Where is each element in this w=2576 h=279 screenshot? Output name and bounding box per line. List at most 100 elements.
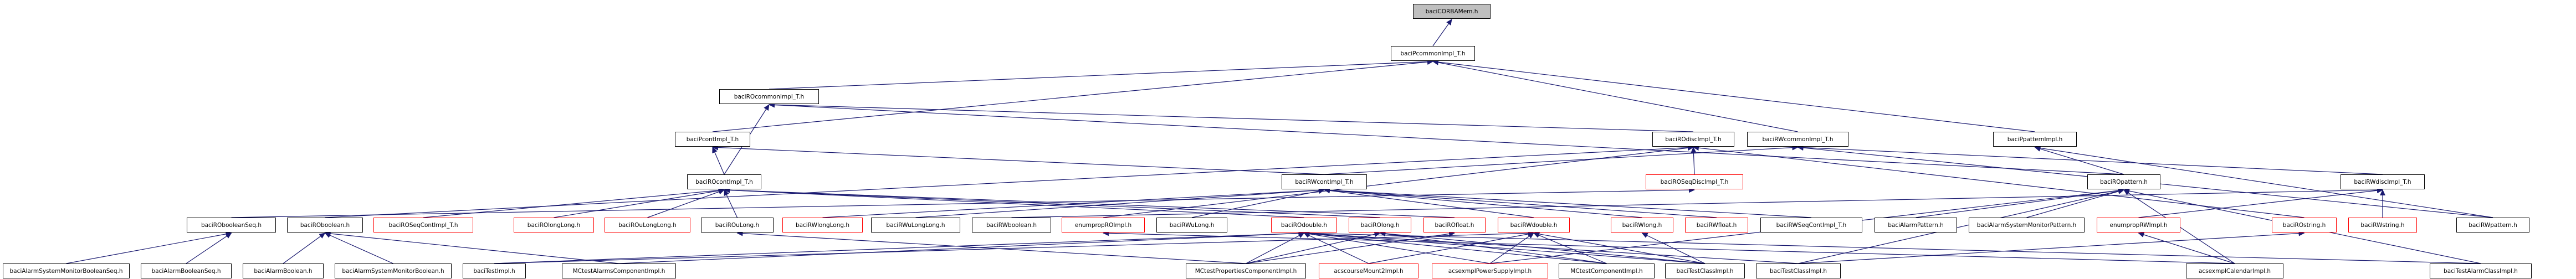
- include-edge: [724, 189, 738, 218]
- include-edge: [915, 187, 1325, 218]
- include-edge: [1432, 59, 2035, 132]
- graph-node-roulonglong[interactable]: baciROuLongLong.h: [605, 218, 690, 232]
- graph-node-roseqdisc[interactable]: baciROSeqDiscImpl_T.h: [1646, 174, 1743, 189]
- graph-node-acsexmplcalendar[interactable]: acsexmplCalendarImpl.h: [2186, 264, 2283, 278]
- graph-node-rodisc[interactable]: baciROdiscImpl_T.h: [1652, 132, 1734, 147]
- include-edge: [494, 230, 1534, 264]
- graph-node-pcont[interactable]: baciPcontImpl_T.h: [675, 132, 750, 147]
- include-edge: [66, 231, 232, 264]
- include-edge: [1303, 231, 1607, 264]
- include-edge: [324, 231, 619, 264]
- include-edge: [2026, 188, 2124, 218]
- graph-node-bacitestclass2[interactable]: baciTestClassImpl.h: [1756, 264, 1841, 278]
- include-edge: [724, 187, 1304, 218]
- graph-node-rwfloat[interactable]: baciRWfloat.h: [1685, 218, 1748, 232]
- graph-node-rwulonglong[interactable]: baciRWuLongLong.h: [871, 218, 960, 232]
- include-edge: [1303, 231, 1491, 264]
- graph-node-bacitestclass1[interactable]: baciTestClassImpl.h: [1665, 264, 1745, 278]
- graph-node-bacitestimpl[interactable]: baciTestImpl.h: [463, 264, 526, 278]
- graph-node-acscoursemount2[interactable]: acscourseMount2Impl.h: [1319, 264, 1418, 278]
- include-edge: [1103, 145, 1694, 218]
- graph-node-rwdisc[interactable]: baciRWdiscImpl_T.h: [2341, 174, 2425, 189]
- include-edge: [769, 102, 1694, 132]
- graph-node-bacitestalarm[interactable]: baciTestAlarmClassImpl.h: [2430, 264, 2532, 278]
- graph-node-rwpattern[interactable]: baciRWpattern.h: [2456, 218, 2529, 232]
- include-edge: [712, 144, 1325, 175]
- graph-node-rwlonglong[interactable]: baciRWlongLong.h: [782, 218, 863, 232]
- graph-node-roulong[interactable]: baciROuLong.h: [701, 218, 774, 232]
- graph-node-rwcont[interactable]: baciRWcontImpl_T.h: [1282, 174, 1367, 189]
- graph-node-ropattern[interactable]: baciROpattern.h: [2087, 174, 2160, 189]
- include-edge: [769, 102, 2124, 175]
- graph-node-rwdouble[interactable]: baciRWdouble.h: [1498, 218, 1570, 232]
- include-edge: [769, 59, 1433, 90]
- include-edge: [1797, 144, 2383, 175]
- include-edge: [1324, 187, 1717, 218]
- include-edge: [554, 188, 725, 218]
- include-edge: [283, 232, 326, 264]
- graph-node-asmboolean[interactable]: baciAlarmSystemMonitorBoolean.h: [335, 264, 452, 278]
- graph-node-rostring[interactable]: baciROstring.h: [2272, 218, 2337, 232]
- include-edge: [1798, 230, 2305, 264]
- include-edge: [324, 232, 393, 264]
- include-edge: [2138, 232, 2235, 264]
- include-edge: [1533, 232, 1607, 264]
- graph-node-rocommon[interactable]: baciROcommonImpl_T.h: [719, 89, 819, 104]
- graph-node-alarmpattern[interactable]: baciAlarmPattern.h: [1875, 218, 1957, 232]
- include-edge: [1303, 230, 1799, 264]
- include-edge: [1916, 188, 2124, 218]
- graph-node-rwcommon[interactable]: baciRWcommonImpl_T.h: [1747, 132, 1848, 147]
- graph-node-ppattern[interactable]: baciPpatternImpl.h: [1993, 132, 2077, 147]
- include-edge: [1103, 230, 2235, 264]
- graph-node-mctestprops[interactable]: MCtestPropertiesComponentImpl.h: [1186, 264, 1306, 278]
- graph-node-rwboolean[interactable]: baciRWboolean.h: [972, 218, 1051, 232]
- include-edge: [1693, 145, 2304, 218]
- graph-node-asmbooleanseq[interactable]: baciAlarmSystemMonitorBooleanSeq.h: [3, 264, 130, 278]
- include-edge: [1324, 187, 1812, 218]
- graph-node-rolonglong[interactable]: baciROlongLong.h: [514, 218, 594, 232]
- graph-node-pcommon[interactable]: baciPcommonImpl_T.h: [1391, 46, 1475, 61]
- include-edge: [423, 187, 725, 218]
- include-edge: [1324, 187, 1642, 218]
- include-edge: [186, 232, 232, 264]
- graph-node-rocont[interactable]: baciROcontImpl_T.h: [687, 174, 761, 189]
- graph-node-rodouble[interactable]: baciROdouble.h: [1271, 218, 1337, 232]
- graph-node-mctestcomp[interactable]: MCtestComponentImpl.h: [1559, 264, 1655, 278]
- include-edge: [231, 187, 1695, 218]
- graph-node-rolong[interactable]: baciROlong.h: [1349, 218, 1411, 232]
- graph-node-root: baciCORBAMem.h: [1413, 4, 1491, 19]
- include-edge: [2138, 188, 2383, 218]
- graph-node-rwulong[interactable]: baciRWuLong.h: [1156, 218, 1227, 232]
- graph-node-alarmboolean[interactable]: baciAlarmBoolean.h: [243, 264, 324, 278]
- include-edge: [1303, 230, 2481, 264]
- include-edge: [494, 230, 1305, 264]
- include-edge: [618, 230, 1305, 264]
- include-edge: [647, 189, 725, 218]
- graph-node-enumpropro[interactable]: enumpropROImpl.h: [1062, 218, 1145, 232]
- graph-node-rwstring[interactable]: baciRWstring.h: [2348, 218, 2417, 232]
- include-edge: [724, 187, 1380, 218]
- include-edge: [1379, 230, 1706, 264]
- graph-node-rwlong[interactable]: baciRWlong.h: [1611, 218, 1673, 232]
- include-edge: [724, 187, 1455, 218]
- include-edge: [1533, 231, 1706, 264]
- include-edge: [1798, 188, 2124, 264]
- graph-node-rofloat[interactable]: baciROfloat.h: [1423, 218, 1486, 232]
- include-edge: [1368, 231, 1534, 264]
- graph-node-roboolean[interactable]: baciROboolean.h: [287, 218, 363, 232]
- include-edge: [1303, 232, 1369, 264]
- include-edge: [2034, 145, 2493, 218]
- graph-node-enumproprw[interactable]: enumpropRWImpl.h: [2097, 218, 2180, 232]
- graph-node-asmpattern[interactable]: baciAlarmSystemMonitorPattern.h: [1969, 218, 2085, 232]
- include-edge: [1303, 230, 1706, 264]
- graph-node-acsexmplpower[interactable]: acsexmplPowerSupplyImpl.h: [1432, 264, 1548, 278]
- include-edge: [1432, 19, 1452, 46]
- graph-node-rwseqcont[interactable]: baciRWSeqContImpl_T.h: [1760, 218, 1862, 232]
- graph-node-mctestalarms[interactable]: MCtestAlarmsComponentImpl.h: [562, 264, 676, 278]
- graph-node-robooleanseq[interactable]: baciRObooleanSeq.h: [187, 218, 276, 232]
- graph-node-alarmbooleanseq[interactable]: baciAlarmBooleanSeq.h: [141, 264, 232, 278]
- include-edge: [1324, 144, 1799, 175]
- graph-node-roseqcont[interactable]: baciROSeqContImpl_T.h: [373, 218, 473, 232]
